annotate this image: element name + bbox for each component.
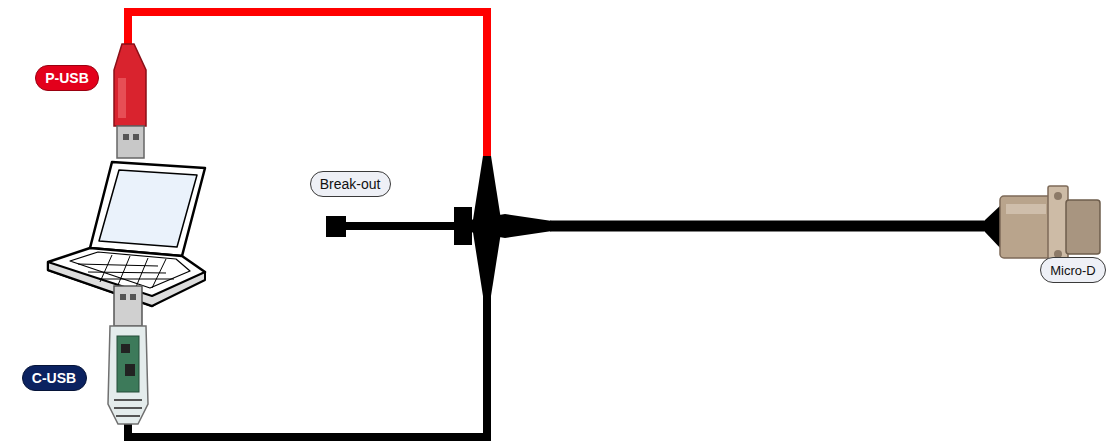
callout-pill: Micro-D xyxy=(1040,257,1106,283)
laptop-screen xyxy=(90,162,205,256)
plug-hole xyxy=(130,294,136,300)
c-usb-plug xyxy=(108,286,148,424)
red-cable xyxy=(128,12,487,158)
callout-text: Break-out xyxy=(320,176,381,192)
breakout-plug xyxy=(326,216,346,237)
callout-pill: Break-out xyxy=(310,171,391,197)
chip xyxy=(125,364,135,376)
chip xyxy=(121,344,130,353)
micro-d-connector xyxy=(1000,186,1100,264)
breakout-cable xyxy=(340,222,458,230)
callout-text: P-USB xyxy=(45,70,89,86)
junction-block xyxy=(454,207,472,245)
laptop-keys xyxy=(78,255,174,288)
callout-pill: P-USB xyxy=(35,65,99,91)
callout-text: Micro-D xyxy=(1050,263,1096,278)
black-cable xyxy=(128,290,487,437)
laptop-keyboard xyxy=(70,252,190,288)
circuit-board xyxy=(117,336,139,392)
junction-taper xyxy=(470,214,552,238)
main-cable xyxy=(550,221,990,232)
plug-metal xyxy=(117,126,144,158)
connector-highlight xyxy=(1006,204,1046,214)
callout-text: C-USB xyxy=(32,370,76,386)
plug-body xyxy=(108,326,148,424)
plug-hole xyxy=(133,134,139,140)
laptop-icon xyxy=(48,162,205,306)
connector-shell xyxy=(1000,196,1052,258)
connector-face xyxy=(1066,200,1100,254)
plug-hole xyxy=(120,294,126,300)
plug-body xyxy=(114,44,146,126)
laptop-display xyxy=(99,170,197,247)
callout-pill: C-USB xyxy=(22,365,87,391)
strain-relief xyxy=(114,400,142,416)
plug-highlight xyxy=(118,78,126,118)
plug-hole xyxy=(123,134,129,140)
plug-metal xyxy=(114,286,142,326)
p-usb-plug xyxy=(114,44,146,158)
connector-flange xyxy=(1048,186,1068,264)
connector-screw xyxy=(1054,192,1062,200)
